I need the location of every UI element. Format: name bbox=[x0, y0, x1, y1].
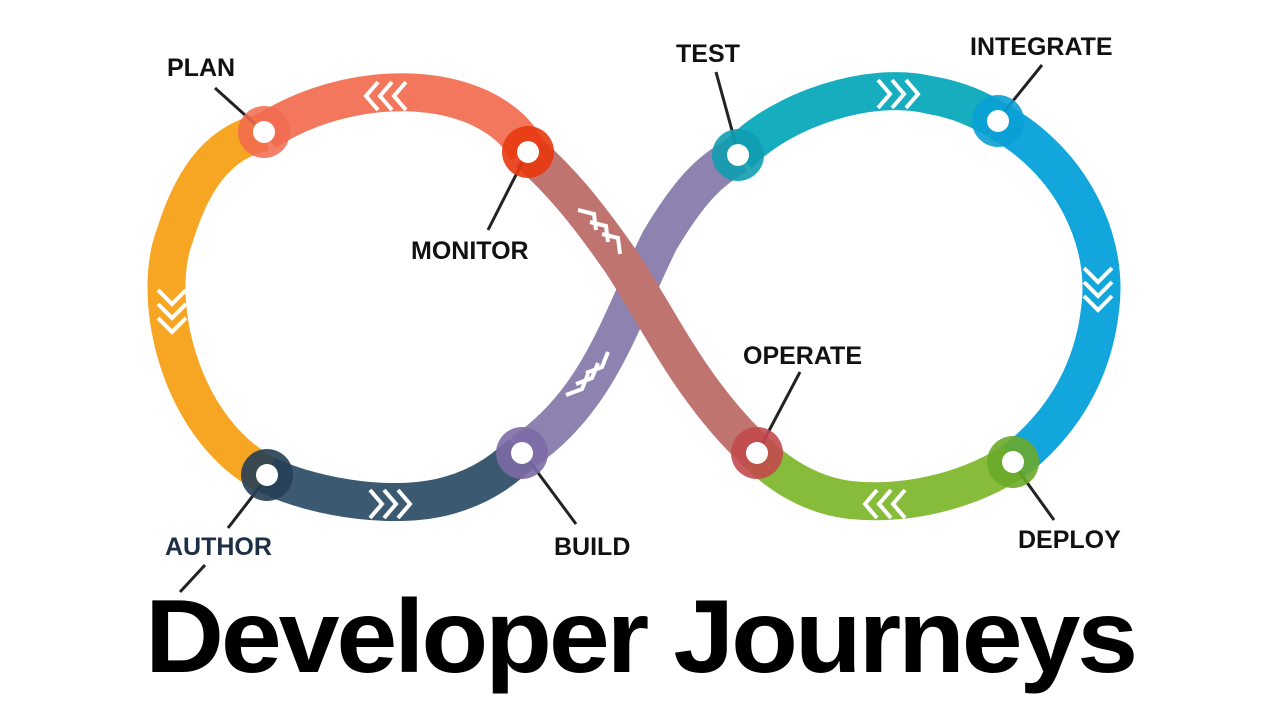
chevron-icon bbox=[156, 316, 188, 335]
segment-author-to-plan bbox=[147, 113, 277, 492]
node-plan bbox=[238, 106, 290, 158]
node-author bbox=[241, 449, 293, 501]
stage-label-test: TEST bbox=[676, 40, 740, 68]
chevron-icon bbox=[1082, 266, 1114, 285]
infinity-loop bbox=[147, 72, 1121, 521]
segment-author-to-build bbox=[258, 438, 535, 521]
node-integrate bbox=[972, 95, 1024, 147]
segment-integrate-to-deploy bbox=[988, 104, 1121, 478]
stage-label-build: BUILD bbox=[554, 533, 630, 561]
node-deploy bbox=[987, 436, 1039, 488]
chevron-icon bbox=[1082, 280, 1114, 299]
chevron-icon bbox=[890, 488, 907, 520]
page-title: Developer Journeys bbox=[145, 579, 1135, 695]
chevron-icon bbox=[156, 288, 188, 307]
stage-label-operate: OPERATE bbox=[743, 342, 862, 370]
stage-label-author: AUTHOR bbox=[165, 533, 272, 561]
chevron-icon bbox=[890, 78, 907, 110]
chevron-icon bbox=[368, 488, 385, 520]
segment-test-to-integrate bbox=[724, 72, 1008, 169]
segment-deploy-to-operate bbox=[743, 439, 1024, 521]
chevron-icon bbox=[876, 78, 893, 110]
chevron-icon bbox=[382, 488, 399, 520]
stage-label-integrate: INTEGRATE bbox=[970, 33, 1113, 61]
chevron-icon bbox=[363, 80, 380, 112]
stage-label-monitor: MONITOR bbox=[411, 237, 529, 265]
stage-label-deploy: DEPLOY bbox=[1018, 526, 1121, 554]
stage-label-plan: PLAN bbox=[167, 54, 235, 82]
segment-operate-to-monitor bbox=[515, 137, 771, 467]
chevron-icon bbox=[396, 488, 413, 520]
chevron-icon bbox=[862, 488, 879, 520]
chevron-icon bbox=[391, 80, 408, 112]
chevron-icon bbox=[1082, 294, 1114, 313]
chevron-icon bbox=[876, 488, 893, 520]
node-build bbox=[496, 427, 548, 479]
node-monitor bbox=[502, 126, 554, 178]
chevron-icon bbox=[377, 80, 394, 112]
leader-line-tick bbox=[178, 563, 207, 594]
chevron-icon bbox=[904, 78, 921, 110]
chevron-icon bbox=[585, 351, 610, 375]
flow-arrows bbox=[156, 78, 1114, 520]
stage-nodes bbox=[238, 95, 1039, 501]
node-test bbox=[712, 129, 764, 181]
stage-labels: PLAN MONITOR TEST INTEGRATE OPERATE DEPL… bbox=[165, 33, 1121, 561]
chevron-icon bbox=[601, 232, 622, 255]
chevron-icon bbox=[156, 302, 188, 321]
node-operate bbox=[731, 427, 783, 479]
